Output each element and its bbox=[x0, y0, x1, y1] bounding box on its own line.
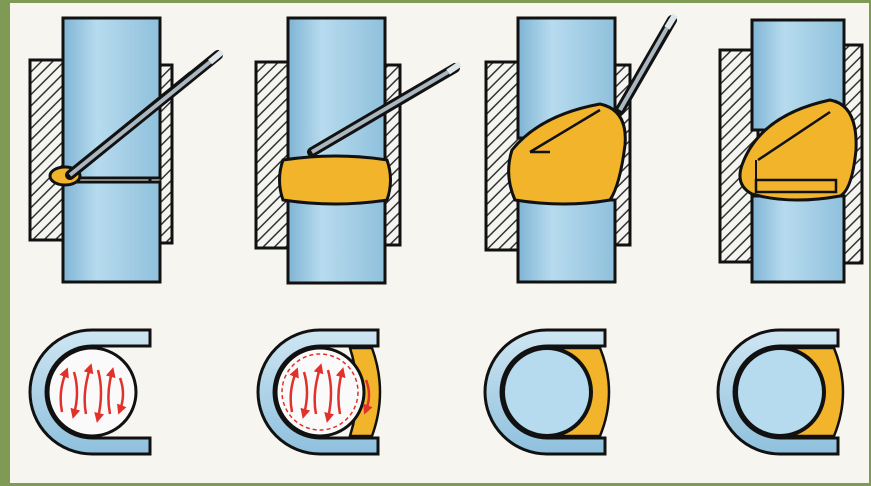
lower-pipe bbox=[288, 195, 385, 283]
panel-2-cross-section bbox=[258, 330, 380, 454]
pipe-section bbox=[276, 348, 364, 436]
weld-bead bbox=[280, 156, 391, 204]
pipe-section bbox=[503, 348, 591, 436]
panel-3-cross-section bbox=[485, 330, 609, 454]
panel-4-cross-section bbox=[718, 330, 843, 454]
upper-pipe bbox=[63, 18, 160, 178]
lower-pipe bbox=[752, 196, 844, 282]
pipe-section bbox=[736, 348, 824, 436]
lower-pipe bbox=[63, 182, 160, 282]
panel-4-side-view bbox=[720, 20, 862, 282]
lower-pipe bbox=[518, 200, 615, 282]
